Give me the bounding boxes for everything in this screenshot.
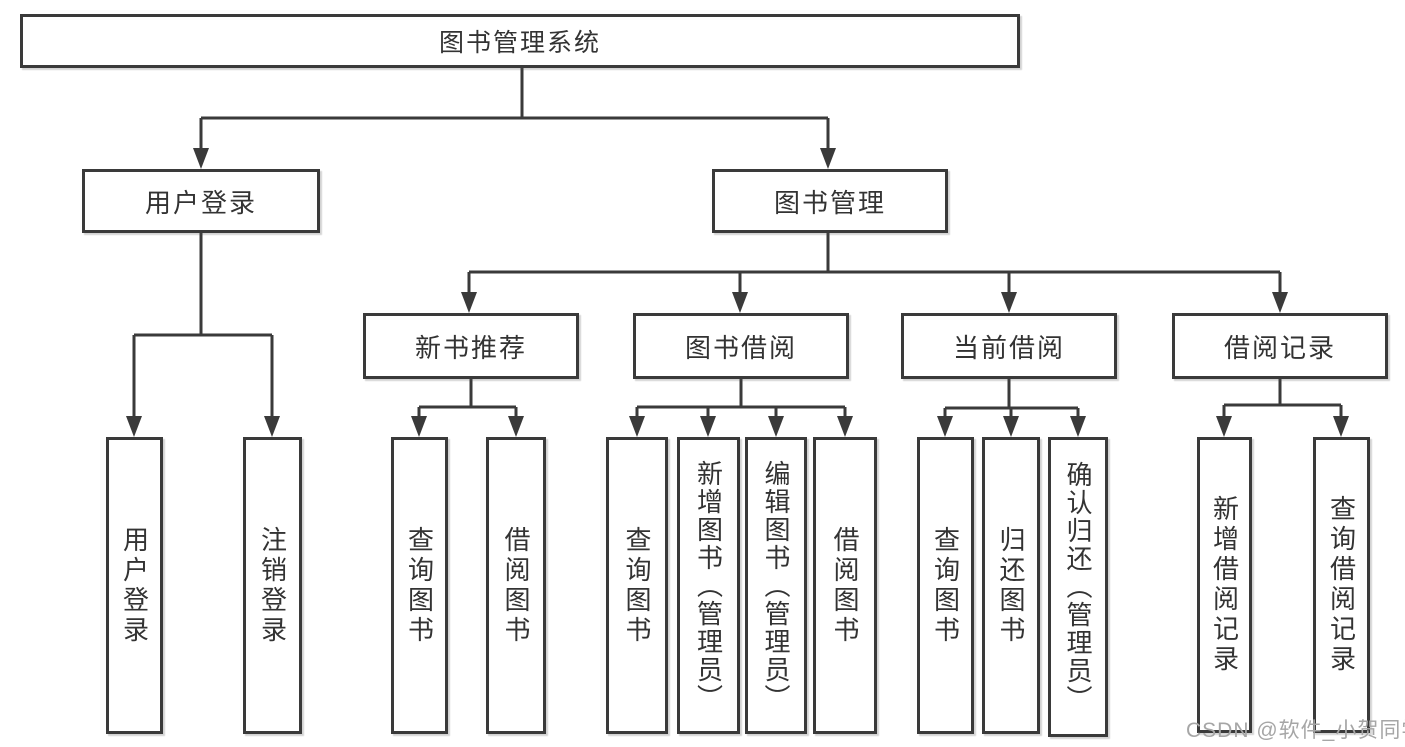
leaf-add-books-admin: 新增图书（管理员）: [677, 437, 740, 734]
leaf-label: 归还图书: [996, 525, 1026, 646]
leaf-label: 查询图书: [404, 525, 435, 646]
leaf-label: 新增图书（管理员）: [693, 459, 724, 712]
leaf-query-borrow-record: 查询借阅记录: [1313, 437, 1370, 733]
node-label: 图书借阅: [684, 332, 797, 363]
leaf-borrow-books: 借阅图书: [813, 437, 877, 734]
leaf-label: 借阅图书: [830, 525, 860, 646]
node-label: 图书管理系统: [438, 29, 601, 57]
node-borrowing-records: 借阅记录: [1172, 313, 1388, 379]
node-label: 新书推荐: [414, 332, 527, 363]
leaf-label: 查询图书: [622, 525, 652, 646]
node-user-login: 用户登录: [82, 169, 320, 233]
leaf-edit-books-admin: 编辑图书（管理员）: [745, 437, 807, 734]
leaf-return-books: 归还图书: [982, 437, 1040, 734]
leaf-add-borrow-record: 新增借阅记录: [1197, 437, 1252, 733]
node-book-borrowing: 图书借阅: [633, 313, 849, 379]
node-label: 图书管理: [773, 187, 886, 218]
tree-edge-lines: [132, 68, 1343, 420]
leaf-user-login: 用户登录: [106, 437, 163, 734]
node-library-management-system: 图书管理系统: [20, 14, 1020, 68]
node-label: 当前借阅: [952, 332, 1065, 363]
leaf-label: 查询借阅记录: [1326, 495, 1357, 675]
arrowhead-icons: [126, 148, 1349, 437]
leaf-label: 编辑图书（管理员）: [761, 459, 791, 712]
csdn-watermark: CSDN @软件_小贺同学: [1186, 719, 1405, 742]
leaf-label: 用户登录: [119, 525, 150, 646]
leaf-label: 注销登录: [257, 525, 288, 646]
node-current-borrowing: 当前借阅: [901, 313, 1117, 379]
leaf-borrow-books-recommend: 借阅图书: [486, 437, 546, 734]
leaf-label: 借阅图书: [501, 525, 531, 646]
node-label: 借阅记录: [1223, 332, 1336, 363]
leaf-query-books-borrow: 查询图书: [606, 437, 668, 734]
node-book-management: 图书管理: [712, 169, 948, 233]
leaf-label: 查询图书: [930, 525, 961, 646]
leaf-label: 新增借阅记录: [1209, 495, 1240, 675]
node-label: 用户登录: [144, 187, 257, 218]
leaf-label: 确认归还（管理员）: [1063, 461, 1093, 713]
leaf-query-books-current: 查询图书: [917, 437, 974, 734]
leaf-query-books-recommend: 查询图书: [391, 437, 448, 734]
leaf-confirm-return-admin: 确认归还（管理员）: [1048, 437, 1108, 737]
node-new-book-recommendation: 新书推荐: [363, 313, 579, 379]
leaf-logout: 注销登录: [243, 437, 302, 734]
